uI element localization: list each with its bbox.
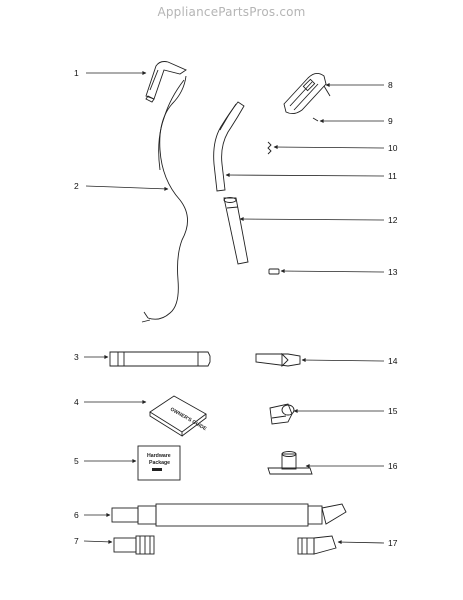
- part-hose-handle[interactable]: [283, 73, 331, 115]
- part-hardware-package[interactable]: Hardware Package: [137, 445, 181, 481]
- callout-3: 3: [74, 352, 79, 362]
- callout-17: 17: [388, 538, 398, 548]
- part-screw[interactable]: [312, 117, 319, 122]
- callout-5: 5: [74, 456, 79, 466]
- part-hose-cuff[interactable]: [113, 535, 155, 555]
- watermark: AppliancePartsPros.com: [157, 5, 306, 19]
- part-cord[interactable]: [141, 75, 188, 323]
- part-dusting-brush[interactable]: [269, 403, 295, 425]
- callout-15: 15: [388, 406, 398, 416]
- part-swivel-cuff[interactable]: [297, 535, 337, 555]
- callout-10: 10: [388, 143, 398, 153]
- callout-7: 7: [74, 536, 79, 546]
- package-label-line-1: Hardware: [147, 453, 171, 459]
- callout-2: 2: [74, 181, 79, 191]
- callout-16: 16: [388, 461, 398, 471]
- part-button[interactable]: [268, 268, 280, 275]
- part-straight-wand[interactable]: [223, 197, 249, 265]
- callout-4: 4: [74, 397, 79, 407]
- callout-9: 9: [388, 116, 393, 126]
- callout-13: 13: [388, 267, 398, 277]
- part-owners-guide[interactable]: OWNER'S GUIDE: [149, 395, 208, 437]
- part-handle-grip[interactable]: [145, 61, 187, 103]
- leader-lines: [83, 71, 385, 545]
- callout-1: 1: [74, 68, 79, 78]
- part-crevice-tool[interactable]: [255, 352, 301, 368]
- part-extension-wand[interactable]: [109, 351, 211, 367]
- part-upholstery-tool[interactable]: [267, 451, 313, 475]
- callout-8: 8: [388, 80, 393, 90]
- callout-numbers: 1 2 3 4 5 6 7 8 9 10 11 12 13 14 15 16 1…: [74, 68, 398, 548]
- part-spring[interactable]: [267, 141, 272, 155]
- callout-14: 14: [388, 356, 398, 366]
- part-curved-wand[interactable]: [213, 101, 245, 192]
- callout-12: 12: [388, 215, 398, 225]
- package-label-line-2: Package: [149, 460, 170, 466]
- callout-11: 11: [388, 171, 397, 181]
- owners-guide-label: OWNER'S GUIDE: [169, 407, 208, 433]
- callout-6: 6: [74, 510, 79, 520]
- part-hose[interactable]: [111, 503, 347, 527]
